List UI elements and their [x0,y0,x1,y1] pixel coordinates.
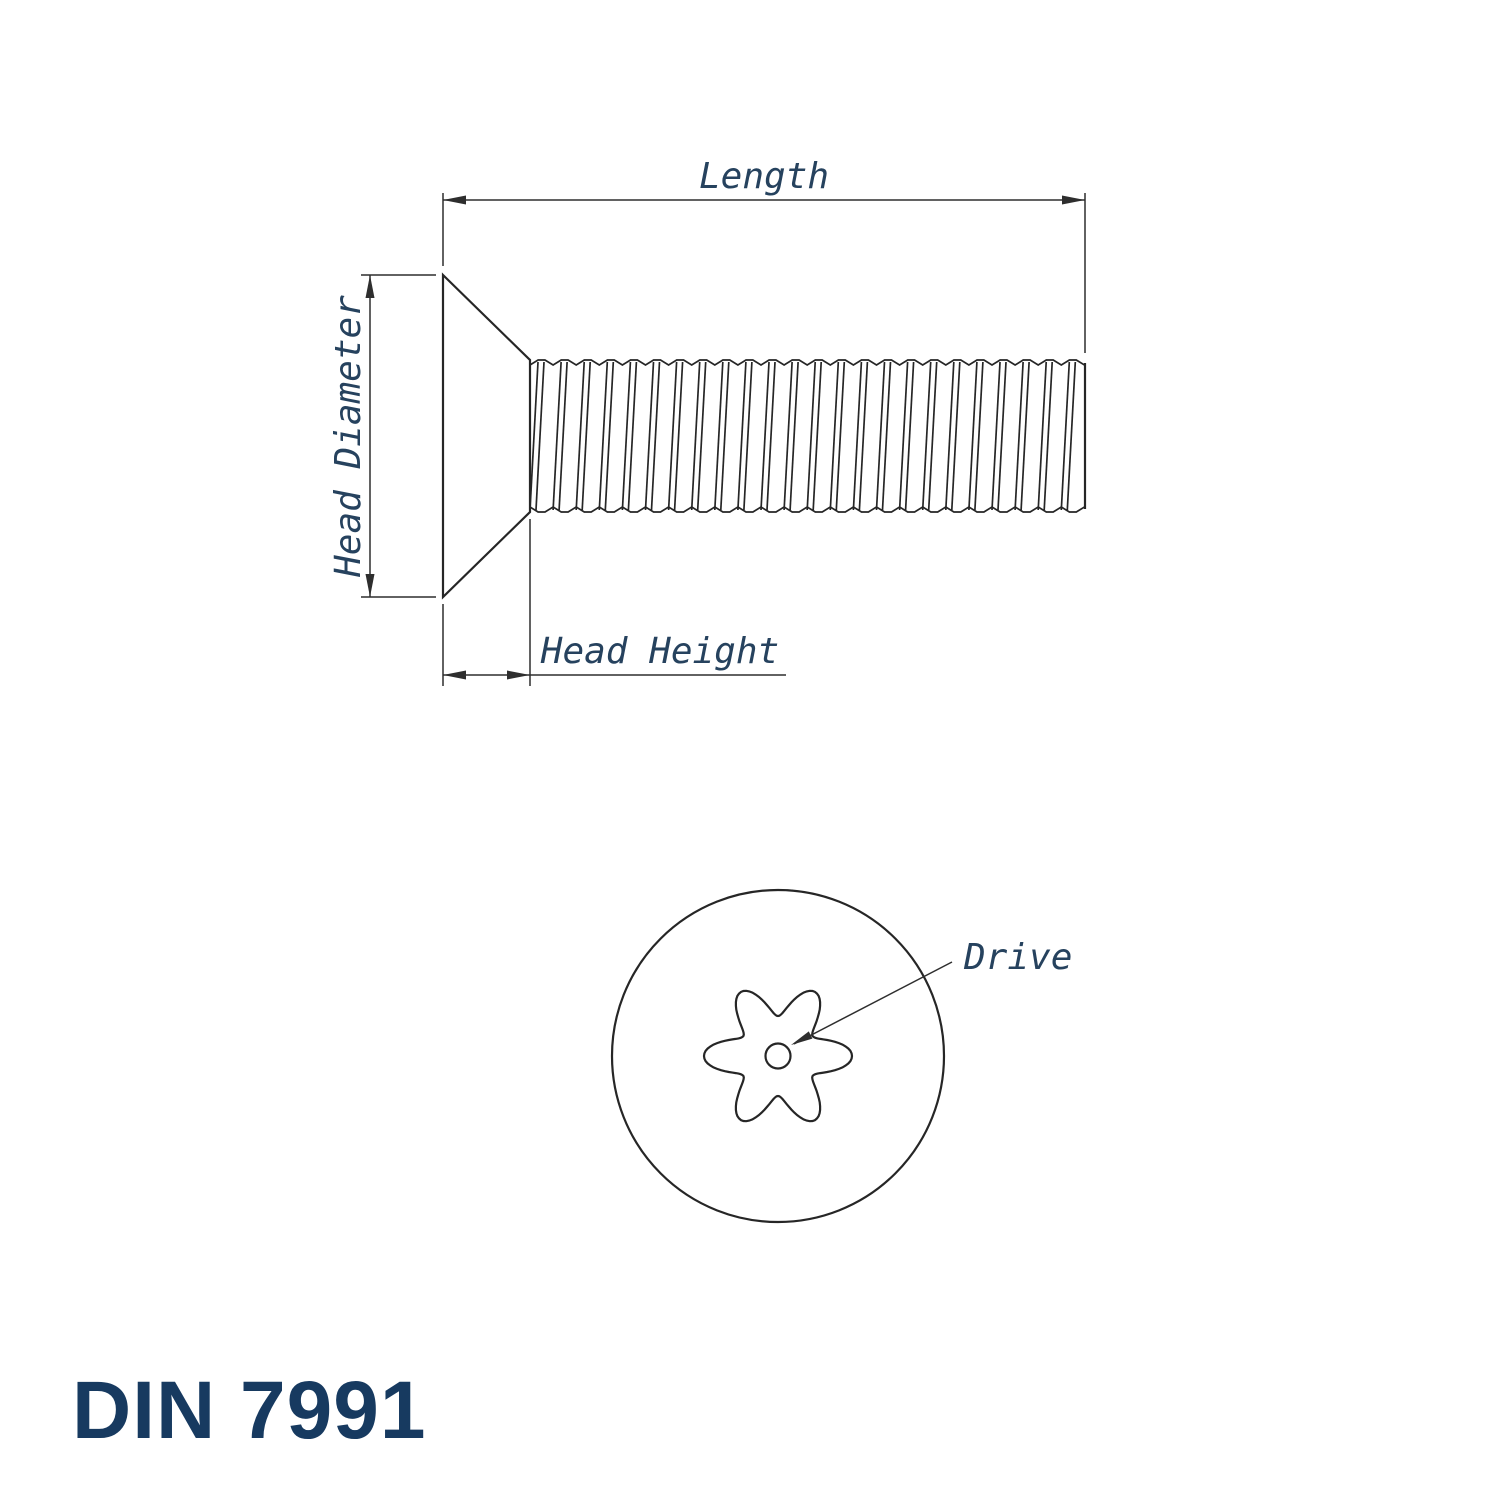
length-arrow-left [443,195,466,205]
head-diameter-label: Head Diameter [328,295,369,578]
screw-head-outline [441,272,532,600]
length-label: Length [699,156,829,197]
head-diameter-dimension: Head Diameter [328,274,436,598]
drive-leader-line [793,961,953,1045]
drive-label: Drive [963,937,1072,978]
head-diameter-arrow-top [365,275,375,298]
din-standard-title: DIN 7991 [72,1365,426,1456]
head-height-arrow-right [507,670,530,680]
torx-recess-outline [702,989,854,1123]
pin-hole-circle [764,1042,792,1070]
head-circle [610,888,946,1224]
screw-bottom-view: Drive [610,888,1072,1224]
screw-side-view [441,272,1087,600]
length-arrow-right [1062,195,1085,205]
length-dimension: Length [442,156,1086,353]
head-diameter-arrow-bottom [365,574,375,597]
head-height-dimension: Head Height [442,519,786,686]
head-height-arrow-left [443,670,466,680]
head-height-label: Head Height [540,631,779,672]
drive-leader-arrow [791,1031,813,1045]
thread-lines [529,359,1086,513]
